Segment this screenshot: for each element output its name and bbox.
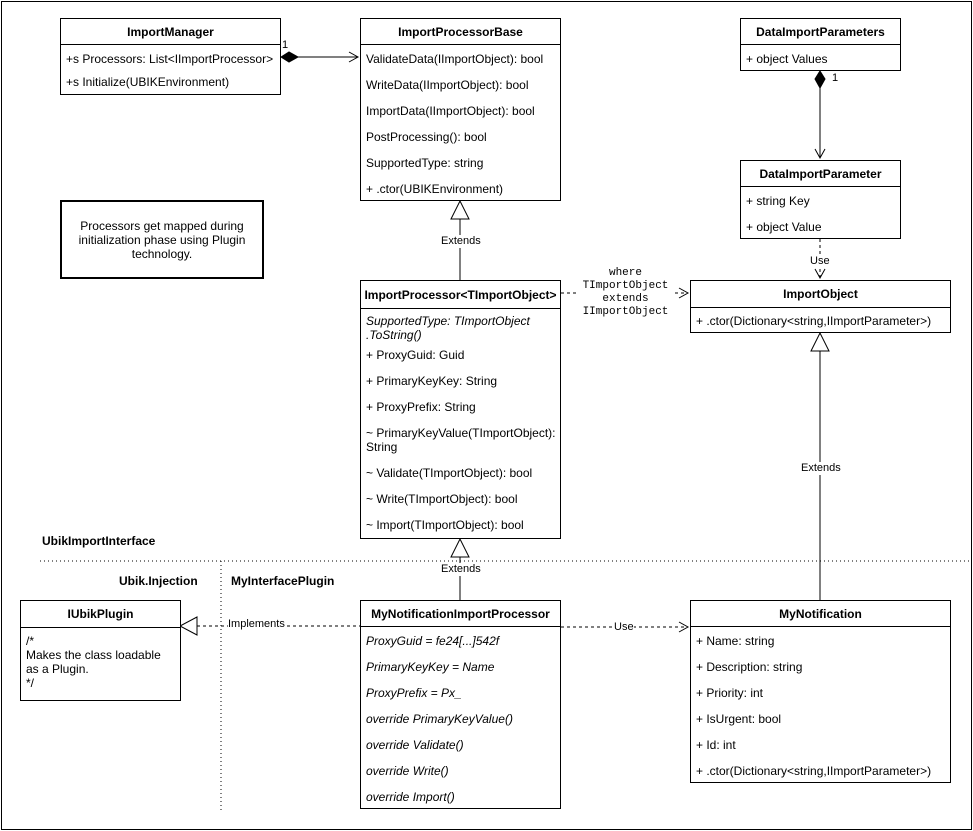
class-member: WriteData(IImportObject): bool: [366, 78, 529, 92]
use-label: Use: [810, 255, 830, 268]
implements-label: Implements: [228, 618, 285, 631]
class-name: ImportManager: [61, 19, 280, 45]
class-name: ImportObject: [691, 281, 950, 308]
class-name: MyNotification: [691, 601, 950, 627]
where-constraint-label: where TImportObject extends IImportObjec…: [578, 267, 673, 319]
class-name: DataImportParameters: [741, 19, 900, 45]
class-member: ProxyGuid = fe24[...]542f: [366, 634, 500, 648]
realization-triangle: [178, 616, 198, 636]
generalization-triangle-processor-base: [450, 199, 470, 220]
comment-line: */: [26, 676, 35, 690]
comment-line: Makes the class loadable: [26, 648, 161, 662]
class-member: +s Processors: List<IImportProcessor>: [66, 52, 274, 66]
class-member: + Id: int: [696, 738, 736, 752]
class-member: + PrimaryKeyKey: String: [366, 374, 498, 388]
class-member: ValidateData(IImportObject): bool: [366, 52, 544, 66]
comment-line: as a Plugin.: [26, 662, 89, 676]
class-member: override Write(): [366, 764, 449, 778]
extends-label: Extends: [801, 462, 841, 475]
multiplicity-label: 1: [282, 39, 289, 51]
class-import-manager: ImportManager +s Processors: List<IImpor…: [60, 18, 281, 95]
package-label-ubik-import-interface: UbikImportInterface: [42, 534, 156, 548]
class-member: ImportData(IImportObject): bool: [366, 104, 535, 118]
class-member: + Name: string: [696, 634, 775, 648]
class-member: + Priority: int: [696, 686, 764, 700]
package-label-ubik-injection: Ubik.Injection: [119, 574, 198, 588]
use-label: Use: [614, 621, 634, 634]
class-member: ProxyPrefix = Px_: [366, 686, 462, 700]
class-member: SupportedType: string: [366, 156, 484, 170]
class-import-object: ImportObject + .ctor(Dictionary<string,I…: [690, 280, 951, 333]
class-member: SupportedType: TImportObject .ToString(): [366, 314, 530, 342]
class-member: + .ctor(Dictionary<string,IImportParamet…: [696, 764, 932, 778]
class-member: ~ Import(TImportObject): bool: [366, 518, 524, 532]
class-member: ~ Write(TImportObject): bool: [366, 492, 518, 506]
class-member: + .ctor(UBIKEnvironment): [366, 182, 504, 196]
class-member: + string Key: [746, 194, 810, 208]
class-member: +s Initialize(UBIKEnvironment): [66, 75, 230, 89]
multiplicity-label: 1: [832, 72, 839, 84]
class-member: + Description: string: [696, 660, 803, 674]
class-member: override Validate(): [366, 738, 464, 752]
composition-diamond-processors: [280, 51, 300, 63]
composition-diamond-parameters: [814, 70, 826, 90]
class-my-notification-import-processor: MyNotificationImportProcessor ProxyGuid …: [360, 600, 561, 809]
class-name: IUbikPlugin: [21, 601, 180, 628]
note-processors-mapping: Processors get mapped during initializat…: [60, 200, 264, 279]
class-member: + ProxyGuid: Guid: [366, 348, 465, 362]
generalization-triangle-import-object: [810, 331, 830, 352]
interface-iubik-plugin: IUbikPlugin /* Makes the class loadable …: [20, 600, 181, 701]
class-member: + object Values: [746, 52, 828, 66]
class-name: ImportProcessorBase: [361, 19, 560, 45]
class-my-notification: MyNotification + Name: string + Descript…: [690, 600, 951, 783]
class-import-processor-base: ImportProcessorBase ValidateData(IImport…: [360, 18, 561, 201]
class-member: + IsUrgent: bool: [696, 712, 782, 726]
class-name: DataImportParameter: [741, 161, 900, 187]
class-member: + ProxyPrefix: String: [366, 400, 476, 414]
class-member: ~ Validate(TImportObject): bool: [366, 466, 533, 480]
comment-line: /*: [26, 634, 35, 648]
class-name: ImportProcessor<TImportObject>: [361, 281, 560, 309]
class-name: MyNotificationImportProcessor: [361, 601, 560, 627]
class-member: override PrimaryKeyValue(): [366, 712, 513, 726]
class-data-import-parameter: DataImportParameter + string Key + objec…: [740, 160, 901, 239]
class-member: PrimaryKeyKey = Name: [366, 660, 495, 674]
class-member: + object Value: [746, 220, 822, 234]
generalization-triangle-processor-generic: [450, 537, 470, 558]
package-label-my-interface-plugin: MyInterfacePlugin: [231, 574, 335, 588]
extends-label: Extends: [441, 563, 481, 576]
class-member: override Import(): [366, 790, 455, 804]
class-data-import-parameters: DataImportParameters + object Values: [740, 18, 901, 71]
class-member: ~ PrimaryKeyValue(TImportObject): String: [366, 426, 556, 454]
class-member: + .ctor(Dictionary<string,IImportParamet…: [696, 314, 932, 328]
extends-label: Extends: [441, 235, 481, 248]
class-import-processor-generic: ImportProcessor<TImportObject> Supported…: [360, 280, 561, 539]
class-member: PostProcessing(): bool: [366, 130, 487, 144]
